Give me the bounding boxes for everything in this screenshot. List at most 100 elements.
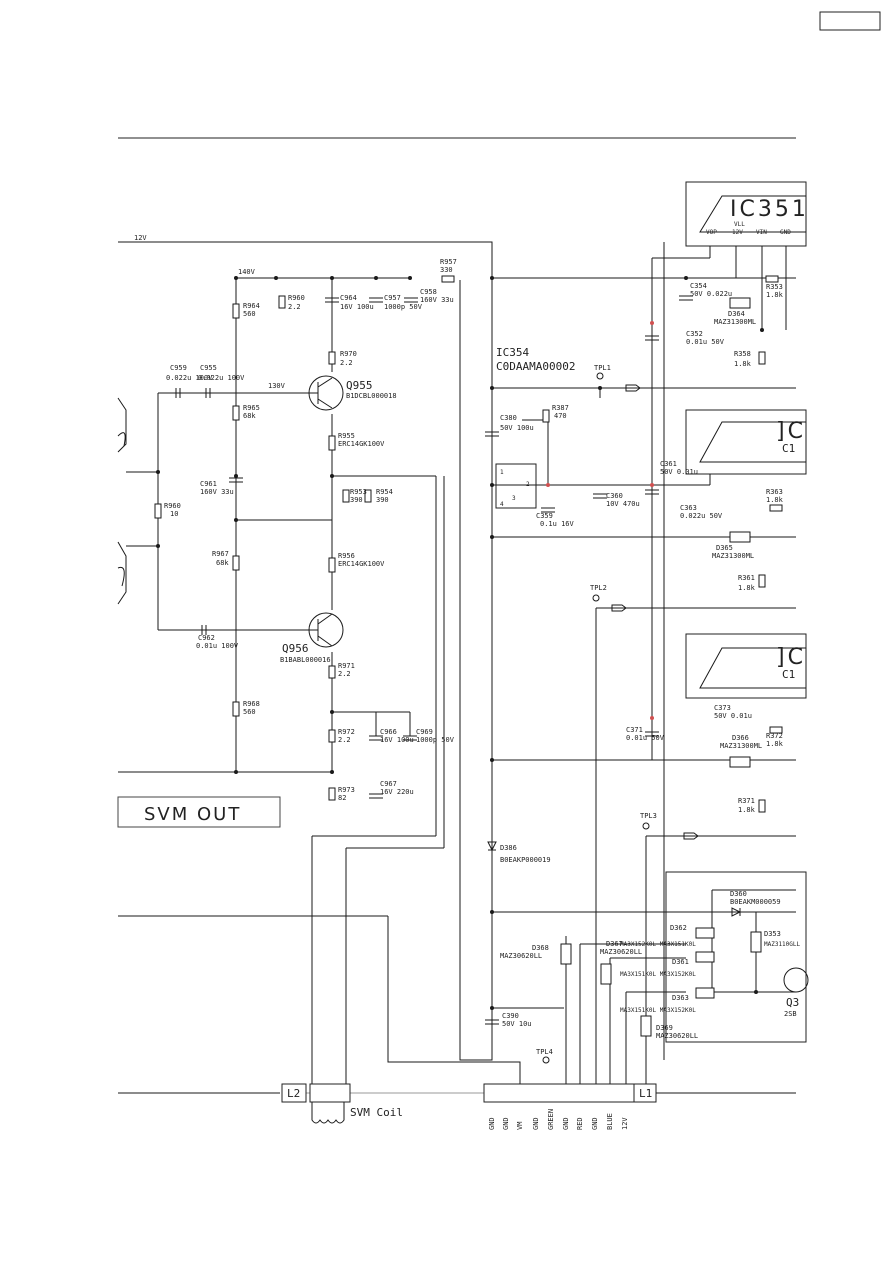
l1-label: L1 xyxy=(639,1087,652,1100)
power-rails xyxy=(118,241,796,1094)
pin-label-1: GND xyxy=(488,1117,496,1130)
r964-val: 560 xyxy=(243,310,256,318)
pin-label-5: GREEN xyxy=(547,1109,555,1130)
r970-val: 2.2 xyxy=(340,359,353,367)
ic-low-title: ]C xyxy=(776,645,806,670)
c966-ref: C966 xyxy=(380,728,397,736)
d360-part: B0EAKM000059 xyxy=(730,898,781,906)
d361-ref: D361 xyxy=(672,958,689,966)
r353-ref: R353 xyxy=(766,283,783,291)
d369-ref: D369 xyxy=(656,1024,673,1032)
r960b-val: 10 xyxy=(170,510,178,518)
r957-val: 330 xyxy=(440,266,453,274)
d386-part: B0EAKP000019 xyxy=(500,856,551,864)
c373-val: 50V 0.01u xyxy=(714,712,752,720)
ic354-pin-2: 2 xyxy=(526,481,530,488)
pin-label-3: VM xyxy=(516,1122,524,1130)
q-partial-part: 2SB xyxy=(784,1010,797,1018)
c390-val: 50V 10u xyxy=(502,1020,532,1028)
r363-ref: R363 xyxy=(766,488,783,496)
q955-symbol xyxy=(308,375,344,411)
d363-part: MA3X151K0L MA3X152K0L xyxy=(620,1007,696,1014)
svm-out-label: SVM OUT xyxy=(144,804,241,825)
d365-ref: D365 xyxy=(716,544,733,552)
r955-ref: R955 xyxy=(338,432,355,440)
r358-val: 1.8k xyxy=(734,360,752,368)
r954-ref: R954 xyxy=(376,488,393,496)
d366-ref: D366 xyxy=(732,734,749,742)
c373-ref: C373 xyxy=(714,704,731,712)
r965-val: 68k xyxy=(243,412,256,420)
output-stage xyxy=(154,275,455,1093)
ic351-pin-1: VOP xyxy=(706,229,717,236)
diode-labels: D364 MAZ31300ML D365 MAZ31300ML D366 MAZ… xyxy=(500,310,801,1040)
r960a-ref: R960 xyxy=(288,294,305,302)
ic351-pin-3: VIN xyxy=(756,229,767,236)
r358-ref: R358 xyxy=(734,350,751,358)
q956-symbol xyxy=(308,612,344,648)
d368-part: MAZ30620LL xyxy=(500,952,542,960)
ic-mid-sub: C1 xyxy=(782,442,795,455)
d353-part: MAZ3110GLL xyxy=(764,941,801,948)
c957-ref: C957 xyxy=(384,294,401,302)
c361-val: 50V 0.01u xyxy=(660,468,698,476)
ic-blocks xyxy=(485,181,809,1093)
c961-val: 160V 33u xyxy=(200,488,234,496)
r387-val: 470 xyxy=(554,412,567,420)
c969-ref: C969 xyxy=(416,728,433,736)
tpl1-label: TPL1 xyxy=(594,364,611,372)
r973-ref: R973 xyxy=(338,786,355,794)
r956-val: ERC14GK100V xyxy=(338,560,385,568)
c955-ref: C955 xyxy=(200,364,217,372)
pin-label-6: GND xyxy=(562,1117,570,1130)
c360-ref: C360 xyxy=(606,492,623,500)
r971-val: 2.2 xyxy=(338,670,351,678)
d363-ref: D363 xyxy=(672,994,689,1002)
r965-ref: R965 xyxy=(243,404,260,412)
left-input-network xyxy=(117,392,312,631)
c959-val: 0.022u 100V xyxy=(166,374,213,382)
r371-val: 1.8k xyxy=(738,806,756,814)
q956-part: B1BABL000016 xyxy=(280,656,331,664)
c966-val: 16V 100u xyxy=(380,736,414,744)
ic351-pin-4: GND xyxy=(780,229,791,236)
r363-val: 1.8k xyxy=(766,496,784,504)
c363-ref: C363 xyxy=(680,504,697,512)
svm-coil-label: SVM Coil xyxy=(350,1106,403,1119)
r387-ref: R387 xyxy=(552,404,569,412)
ic351-vcc: VLL xyxy=(734,221,745,228)
ic351-title: IC351 xyxy=(730,197,809,222)
capacitor-labels: C964 16V 100u C957 1000p 50V C958 160V 3… xyxy=(166,282,752,1028)
ic354-pin-4: 4 xyxy=(500,501,504,508)
c352-ref: C352 xyxy=(686,330,703,338)
c363-val: 0.022u 50V xyxy=(680,512,723,520)
connector-pin-labels: GND GND VM GND GREEN GND RED GND BLUE 12… xyxy=(488,1109,629,1130)
c964-ref: C964 xyxy=(340,294,357,302)
pin-label-8: GND xyxy=(591,1117,599,1130)
c359-val: 0.1u 16V xyxy=(540,520,575,528)
pin-label-10: 12V xyxy=(621,1117,629,1130)
q955-name: Q955 xyxy=(346,379,373,392)
r954-val: 390 xyxy=(376,496,389,504)
r361-val: 1.8k xyxy=(738,584,756,592)
svm-coil-box xyxy=(309,1083,351,1103)
d367-ref: D367 xyxy=(606,940,623,948)
r973-val: 82 xyxy=(338,794,346,802)
page-number-box xyxy=(819,11,881,31)
r372-val: 1.8k xyxy=(766,740,784,748)
ic351-pin-2: 12V xyxy=(732,229,743,236)
resistor-labels: R964 560 R960 2.2 R957 330 R970 2.2 R965… xyxy=(164,258,784,814)
c380-val: 50V 100u xyxy=(500,424,534,432)
d366-part: MAZ31300ML xyxy=(720,742,762,750)
r970-ref: R970 xyxy=(340,350,357,358)
c354-ref: C354 xyxy=(690,282,707,290)
c371-ref: C371 xyxy=(626,726,643,734)
r971-ref: R971 xyxy=(338,662,355,670)
rail-130v-label: 130V xyxy=(268,382,286,390)
c961-ref: C961 xyxy=(200,480,217,488)
d368-ref: D368 xyxy=(532,944,549,952)
ic-low-sub: C1 xyxy=(782,668,795,681)
r361-ref: R361 xyxy=(738,574,755,582)
c354-val: 50V 0.022u xyxy=(690,290,732,298)
